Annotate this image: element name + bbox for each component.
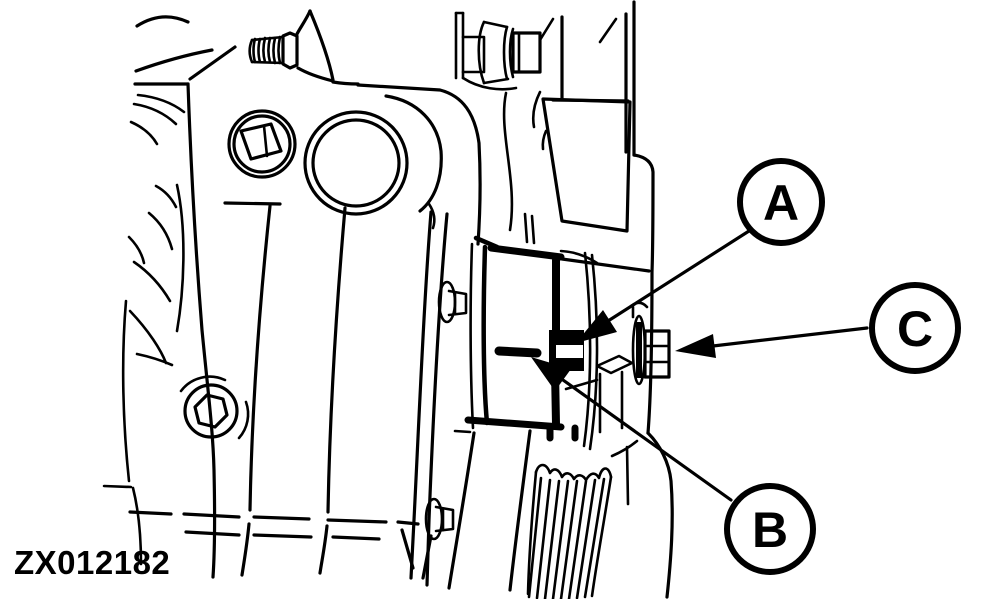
front-bracket (502, 0, 655, 435)
timing-mark (494, 346, 542, 358)
square-drive-plug (227, 109, 297, 179)
flange-bolt-lower (424, 497, 455, 541)
leader-arrow-a (576, 229, 751, 343)
gusset-fin (295, 9, 360, 86)
callout-c-label: C (897, 301, 933, 357)
callout-b-label: B (752, 502, 788, 558)
upper-boss-and-bolt (454, 11, 542, 91)
hex-socket-plug (179, 375, 250, 440)
cover-flange-edge (409, 210, 449, 587)
callout-a-circle (737, 158, 825, 246)
callout-c: C (869, 282, 961, 374)
ribbed-pulley (447, 429, 674, 599)
callout-b: B (724, 483, 816, 575)
callout-a-label: A (763, 175, 799, 231)
callout-c-circle (869, 282, 961, 374)
threaded-stud (248, 31, 299, 70)
figure-code-label: ZX012182 (14, 544, 170, 581)
callout-b-circle (724, 483, 816, 575)
flange-bolt-upper (437, 280, 468, 324)
leader-arrow-c (675, 326, 869, 358)
callout-a: A (737, 158, 825, 246)
engine-block-lines (102, 15, 237, 579)
leader-arrow-b (531, 357, 733, 502)
circular-port (303, 94, 443, 230)
cover-top-edge (356, 83, 482, 246)
